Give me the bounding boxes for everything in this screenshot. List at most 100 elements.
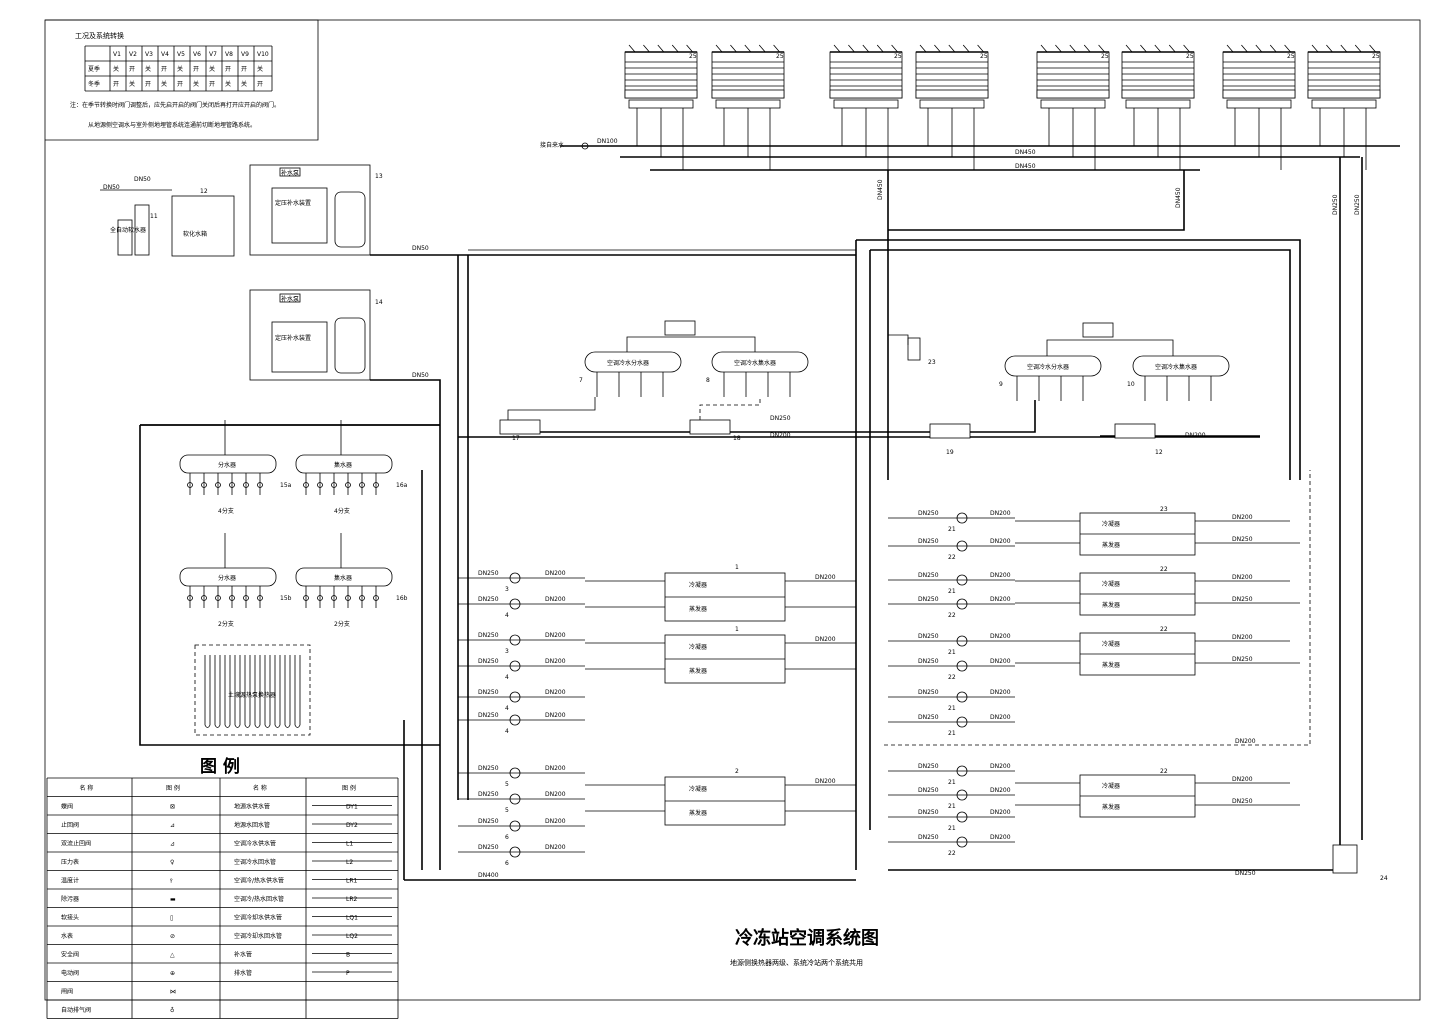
pump-icon xyxy=(509,793,521,805)
pump-tag: 21 xyxy=(948,803,956,810)
pump-icon xyxy=(956,512,968,524)
pump-icon xyxy=(509,767,521,779)
city-water-label: 接自来水 xyxy=(540,141,564,149)
pipe-label: DN200 xyxy=(990,510,1011,517)
pipe-label: DN200 xyxy=(990,763,1011,770)
valve-group xyxy=(929,423,971,439)
tag-25: 25 xyxy=(980,53,988,60)
pump-tag: 22 xyxy=(948,554,956,561)
legend-symbol: P xyxy=(346,970,350,977)
pump-tag: 5 xyxy=(505,781,509,788)
pump-label: 补水泵 xyxy=(281,295,299,303)
legend-symbol: LQ2 xyxy=(346,933,358,940)
unit-tag: 23 xyxy=(1160,506,1168,513)
valve-col-header: V7 xyxy=(209,51,217,58)
pipe-label: DN250 xyxy=(918,538,939,545)
legend-symbol: LR2 xyxy=(346,896,358,903)
pipe-label: DN200 xyxy=(990,787,1011,794)
legend-name: 地源水回水管 xyxy=(234,821,270,829)
ground-header-label: 分水器 xyxy=(218,461,236,469)
pump-tag: 4 xyxy=(505,612,509,619)
makeup-unit-1 xyxy=(271,187,328,244)
pump-icon xyxy=(509,634,521,646)
softener-label: 全自动软水器 xyxy=(110,226,146,234)
pipe-label: DN200 xyxy=(990,633,1011,640)
pipe-label: DN250 xyxy=(478,765,499,772)
ground-header-tag: 15b xyxy=(280,595,292,602)
pump-tag: 4 xyxy=(505,728,509,735)
legend-symbol: ⊘ xyxy=(170,933,175,940)
pipe-label: DN200 xyxy=(1232,574,1253,581)
valve-cell: 开 xyxy=(209,81,215,88)
water-distributor xyxy=(711,351,809,373)
legend-name: 空调冷却水供水管 xyxy=(234,914,282,922)
legend-symbol: ♁ xyxy=(170,1006,174,1014)
pipe-label: DN250 xyxy=(918,714,939,721)
legend-name: 电动阀 xyxy=(61,969,79,977)
legend-header: 图 例 xyxy=(342,784,356,792)
valve-cell: 开 xyxy=(193,66,199,73)
unit-condenser-label: 冷凝器 xyxy=(1102,640,1120,648)
expansion-tank-1 xyxy=(334,191,366,248)
pump-icon xyxy=(956,789,968,801)
pump-icon xyxy=(509,660,521,672)
pump-tag: 21 xyxy=(948,779,956,786)
pump-tag: 21 xyxy=(948,705,956,712)
legend-symbol: ⋈ xyxy=(170,989,176,996)
softener-tank-2 xyxy=(134,204,150,256)
valve-col-header: V6 xyxy=(193,51,201,58)
pipe-label: DN250 xyxy=(918,633,939,640)
pump-tag: 4 xyxy=(505,674,509,681)
tag-11: 11 xyxy=(150,213,158,220)
pipe-label: DN400 xyxy=(478,872,499,879)
legend-name: 温度计 xyxy=(61,877,79,885)
pipe-label: DN450 xyxy=(1015,163,1036,170)
legend-name: 空调冷水供水管 xyxy=(234,840,276,848)
pump-icon xyxy=(956,598,968,610)
pipe-label: DN200 xyxy=(545,570,566,577)
ground-branch-tag: 2分支 xyxy=(218,620,234,628)
distributor-tag: 7 xyxy=(579,377,583,384)
legend-name: 排水管 xyxy=(234,969,252,977)
distributor-label: 空调冷水分水器 xyxy=(1027,363,1069,371)
tag-17: 17 xyxy=(512,435,520,442)
pipe-label: DN250 xyxy=(918,763,939,770)
legend-name: 水表 xyxy=(61,932,73,940)
valve-cell: 开 xyxy=(177,81,183,88)
distributor-label: 空调冷水集水器 xyxy=(734,359,776,367)
ground-header-label: 集水器 xyxy=(334,574,352,582)
valve-cell: 关 xyxy=(161,80,167,88)
ground-header-tag: 16b xyxy=(396,595,408,602)
pump-icon xyxy=(509,598,521,610)
pipe-label: DN250 xyxy=(1232,656,1253,663)
legend-header: 图 例 xyxy=(166,784,180,792)
tag-19: 19 xyxy=(946,449,954,456)
valve-cell: 关 xyxy=(177,65,183,73)
pipe-label: DN250 xyxy=(1232,596,1253,603)
pipe-label: DN200 xyxy=(1232,514,1253,521)
pipe-label: DN200 xyxy=(990,538,1011,545)
pipe-label: DN250 xyxy=(478,844,499,851)
legend-header: 名 称 xyxy=(80,784,94,792)
chiller-condenser-label: 冷凝器 xyxy=(689,643,707,651)
pump-tag: 21 xyxy=(948,588,956,595)
valve-cell: 开 xyxy=(225,66,231,73)
legend-symbol: B xyxy=(346,952,350,959)
pipe-label: DN250 xyxy=(918,787,939,794)
pipe-label: DN250 xyxy=(918,596,939,603)
distributor-tag: 8 xyxy=(706,377,710,384)
makeup-unit-label: 定压补水装置 xyxy=(275,199,311,207)
chiller-evaporator-label: 蒸发器 xyxy=(689,667,707,675)
unit-evaporator-label: 蒸发器 xyxy=(1102,803,1120,811)
water-distributor xyxy=(1132,355,1230,377)
pipe-label: DN200 xyxy=(990,658,1011,665)
pipe-label: DN250 xyxy=(1232,798,1253,805)
pump-tag: 22 xyxy=(948,612,956,619)
legend-symbol: ▬ xyxy=(170,896,176,903)
legend-title: 图 例 xyxy=(200,756,240,777)
legend-symbol: ⫯ xyxy=(170,878,173,885)
ground-branch-tag: 2分支 xyxy=(334,620,350,628)
valve-note-1: 注：在季节转换时阀门调整后，应先启开启的阀门关闭后再打开应开启的阀门。 xyxy=(70,101,280,109)
